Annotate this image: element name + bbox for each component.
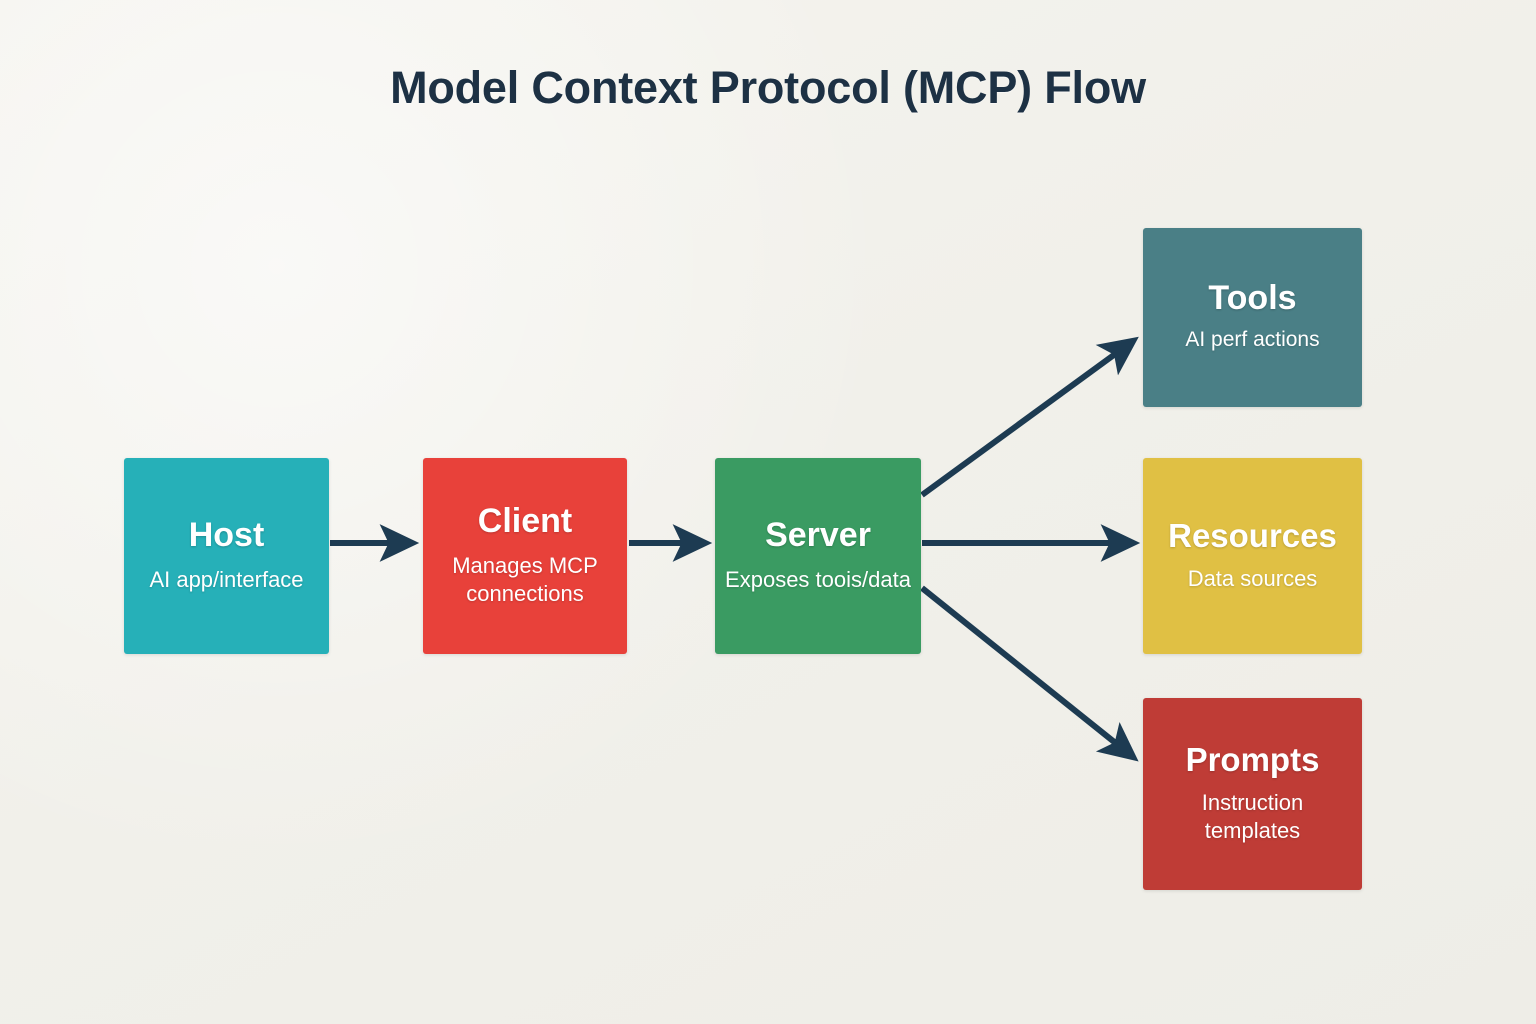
node-resources[interactable]: Resources Data sources [1143,458,1362,654]
node-tools[interactable]: Tools AI perf actions [1143,228,1362,407]
node-host-title: Host [188,516,265,555]
page-title: Model Context Protocol (MCP) Flow [390,62,1146,113]
node-host[interactable]: Host AI app/interface [124,458,329,654]
node-client-subtitle: Manages MCP connections [452,552,598,606]
node-tools-title: Tools [1208,279,1297,318]
node-tools-subtitle: AI perf actions [1185,327,1320,351]
node-resources-title: Resources [1168,516,1337,554]
node-resources-subtitle: Data sources [1187,566,1318,592]
node-prompts[interactable]: Prompts Instruction templates [1143,698,1362,890]
node-server-title: Server [765,516,871,555]
node-server-subtitle: Exposes toois/data [725,566,911,592]
node-client-title: Client [477,502,573,540]
node-client[interactable]: Client Manages MCP connections [423,458,627,654]
arrow-server-to-tools [920,336,1139,498]
node-server[interactable]: Server Exposes toois/data [715,458,921,654]
arrow-server-to-prompts [920,585,1139,762]
node-host-subtitle: AI app/interface [149,566,304,592]
node-prompts-title: Prompts [1185,740,1320,778]
node-prompts-subtitle: Instruction templates [1201,790,1304,844]
